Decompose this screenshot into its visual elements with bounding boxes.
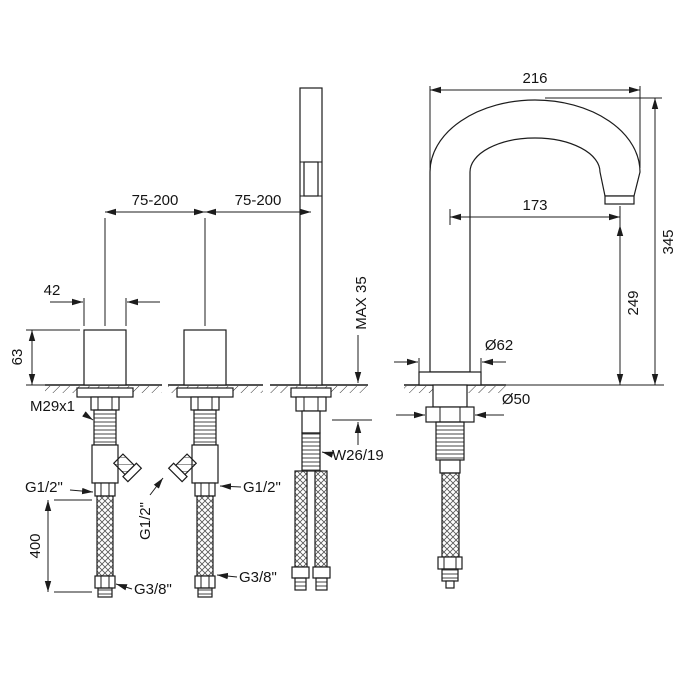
right-valve-drawing bbox=[168, 329, 234, 598]
dim-max-deck-label: MAX 35 bbox=[353, 276, 370, 329]
dim-spout-reach-label: 173 bbox=[522, 197, 547, 214]
dim-overall-height-label: 345 bbox=[660, 229, 677, 254]
thread-w2619-label: W26/19 bbox=[332, 447, 384, 464]
dimension-lines bbox=[26, 86, 662, 593]
spout-front-view bbox=[290, 87, 332, 591]
dim-shank-diameter-label: Ø50 bbox=[502, 391, 530, 408]
thread-g12-right-label: G1/2" bbox=[243, 479, 281, 496]
dim-base-diameter-label: Ø62 bbox=[485, 337, 513, 354]
thread-m29x1-label: M29x1 bbox=[30, 398, 75, 415]
dim-handle-diameter-label: 42 bbox=[44, 282, 61, 299]
dim-spout-height-label: 249 bbox=[625, 290, 642, 315]
thread-g12-mid-label: G1/2" bbox=[137, 502, 154, 540]
dim-spacing-left-label: 75-200 bbox=[132, 192, 179, 209]
thread-g38-right-label: G3/8" bbox=[239, 569, 277, 586]
thread-g12-left-label: G1/2" bbox=[25, 479, 63, 496]
leader-lines bbox=[69, 411, 334, 591]
spout-side-view bbox=[418, 99, 641, 589]
thread-g38-left-label: G3/8" bbox=[134, 581, 172, 598]
dim-overall-width-label: 216 bbox=[522, 70, 547, 87]
valve-side-handle bbox=[112, 453, 143, 483]
dimension-labels: 216 173 345 249 75-200 75-200 42 63 MAX … bbox=[9, 70, 677, 598]
dim-hose-length-label: 400 bbox=[27, 533, 44, 558]
dim-handle-height-label: 63 bbox=[9, 349, 26, 366]
left-valve-drawing bbox=[76, 329, 143, 598]
counter-surface bbox=[45, 384, 664, 393]
dim-spacing-right-label: 75-200 bbox=[235, 192, 282, 209]
